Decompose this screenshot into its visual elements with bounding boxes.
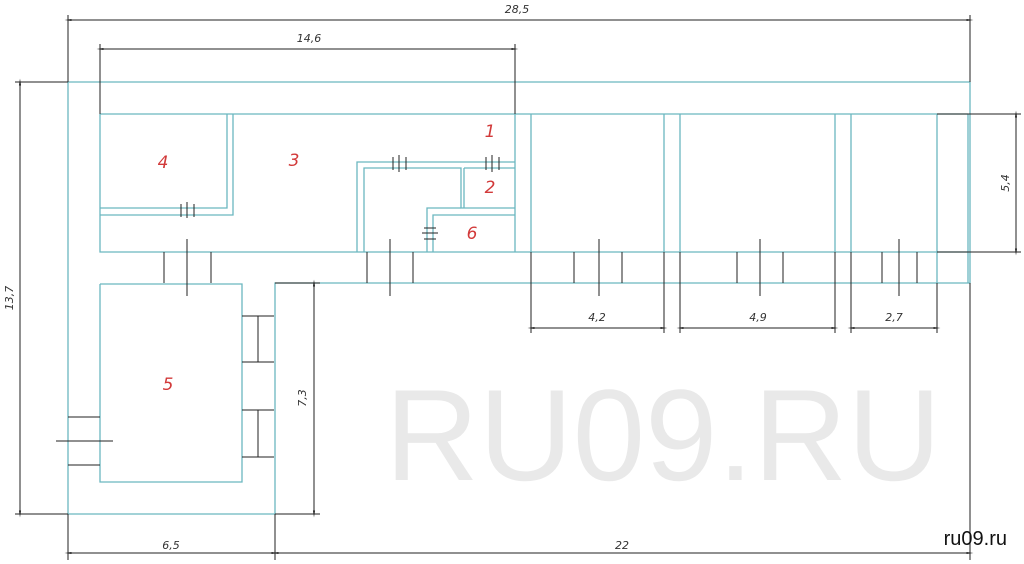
dim-room-b-width: 4,9	[749, 311, 767, 324]
dim-room-depth: 5,4	[999, 174, 1012, 192]
dim-overall-depth: 13,7	[3, 286, 16, 311]
interior-walls	[100, 44, 938, 283]
room-label-4: 4	[158, 153, 169, 173]
site-label: ru09.ru	[944, 528, 1007, 550]
dim-room-c-width: 2,7	[885, 311, 903, 324]
room-label-3: 3	[289, 151, 300, 171]
room-label-5: 5	[163, 375, 174, 395]
dim-overall-width: 28,5	[505, 3, 530, 16]
door-marks	[56, 155, 918, 466]
room-label-6: 6	[467, 224, 478, 244]
dimension-lines	[15, 15, 1021, 560]
dim-remaining-width: 22	[615, 539, 629, 552]
watermark: RU09.RU	[385, 362, 941, 508]
room-label-1: 1	[485, 122, 496, 142]
dim-left-wing-depth: 7,3	[296, 389, 309, 407]
dim-room-a-width: 4,2	[588, 311, 606, 324]
room-label-2: 2	[485, 178, 496, 198]
dim-left-wing-width: 6,5	[162, 539, 180, 552]
dim-wing-width: 14,6	[297, 32, 322, 45]
